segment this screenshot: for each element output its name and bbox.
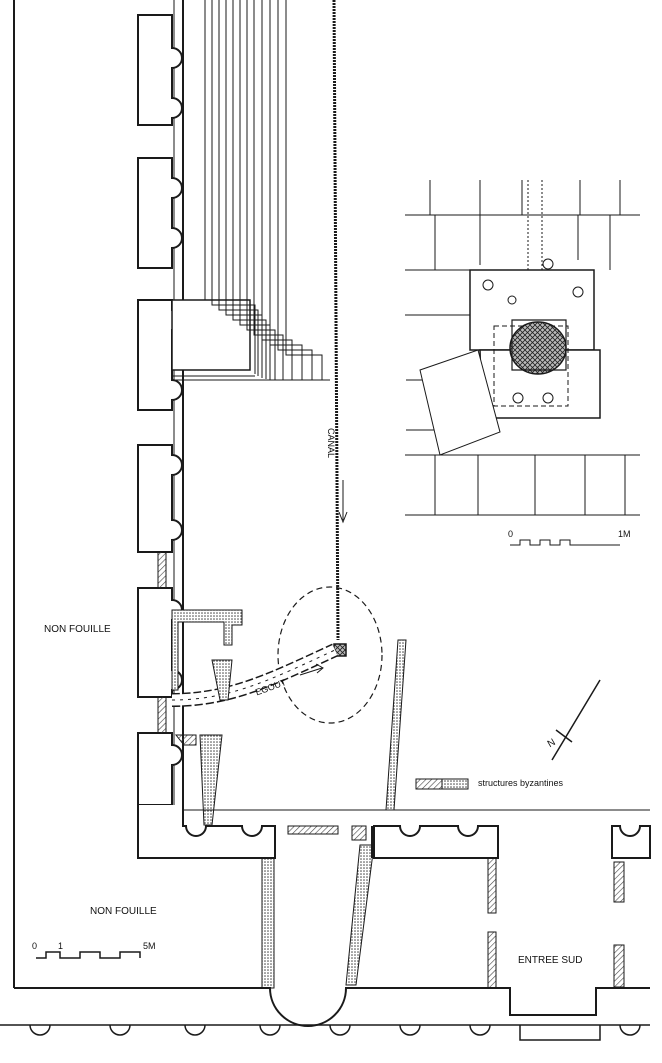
label-non-fouille-top: NON FOUILLE bbox=[44, 624, 111, 635]
south-wall bbox=[0, 805, 651, 1041]
stepped-structure bbox=[171, 0, 330, 381]
byzantine-structures bbox=[157, 551, 625, 989]
inset-scale-end: 1M bbox=[618, 529, 631, 539]
canal bbox=[332, 0, 348, 657]
label-entree-sud: ENTREE SUD bbox=[518, 955, 583, 966]
north-arrow-icon bbox=[551, 679, 601, 761]
scale-end: 5M bbox=[143, 941, 156, 951]
manhole-circle bbox=[277, 586, 383, 724]
egout-drain bbox=[171, 643, 338, 707]
legend-label: structures byzantines bbox=[478, 778, 564, 788]
label-non-fouille-bottom: NON FOUILLE bbox=[90, 906, 157, 917]
main-scale-bar bbox=[36, 951, 141, 959]
inset-scale-zero: 0 bbox=[508, 529, 514, 539]
scale-zero: 0 bbox=[32, 941, 38, 951]
detail-inset bbox=[405, 180, 640, 546]
scale-one: 1 bbox=[58, 941, 64, 951]
label-canal: CANAL bbox=[326, 428, 336, 459]
legend-swatch bbox=[415, 778, 469, 790]
